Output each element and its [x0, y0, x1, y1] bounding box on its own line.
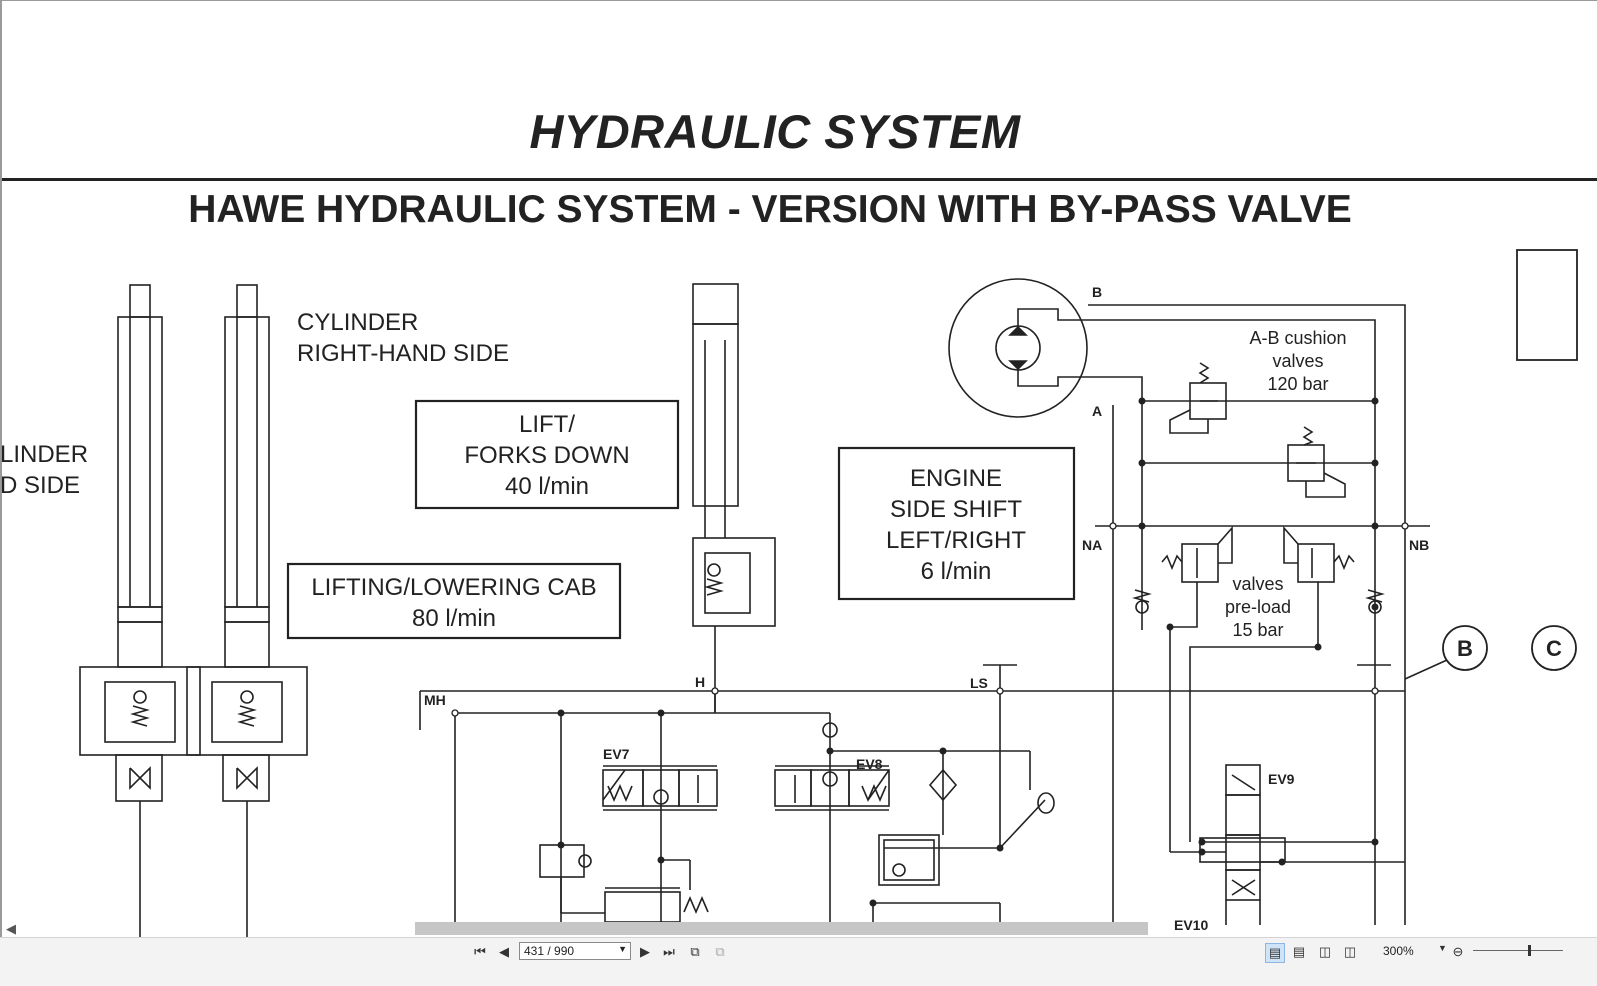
valve-ev10-label: EV10 — [1174, 917, 1208, 933]
port-na-label: NA — [1082, 537, 1102, 553]
chevron-down-icon: ▼ — [618, 944, 627, 954]
cylinder-right-label-1: CYLINDER — [297, 309, 418, 336]
preload-label-1: valves — [1232, 574, 1283, 594]
viewport-left-edge — [0, 0, 2, 937]
scroll-left-icon[interactable]: ◀ — [6, 921, 16, 936]
next-page-icon[interactable]: ▶ — [640, 944, 650, 959]
cab-label-1: LIFTING/LOWERING CAB — [311, 574, 596, 601]
cushion-label-2: valves — [1272, 351, 1323, 371]
reference-circle-b: B — [1457, 636, 1473, 661]
cylinder-left-label-2: D SIDE — [0, 472, 80, 499]
copy-page-icon[interactable]: ⧉ — [690, 944, 700, 959]
title-rule — [2, 178, 1597, 181]
engine-label-3: LEFT/RIGHT — [886, 527, 1026, 554]
cab-label-2: 80 l/min — [412, 605, 496, 632]
hydraulic-schematic: LINDER D SIDE CYLINDER RIGHT-HAND SIDE L… — [0, 249, 1578, 937]
port-mh-label: MH — [424, 692, 446, 708]
continuous-facing-view-icon[interactable]: ◫ — [1343, 944, 1357, 959]
single-page-view-icon[interactable]: ▤ — [1265, 943, 1285, 963]
cushion-label-1: A-B cushion — [1249, 328, 1346, 348]
port-nb-label: NB — [1409, 537, 1429, 553]
zoom-dropdown-icon[interactable]: ▼ — [1438, 943, 1447, 953]
lift-label-2: FORKS DOWN — [464, 442, 629, 469]
cushion-label-3: 120 bar — [1267, 374, 1328, 394]
preload-label-3: 15 bar — [1232, 620, 1283, 640]
engine-label-1: ENGINE — [910, 465, 1002, 492]
cylinder-right-label-2: RIGHT-HAND SIDE — [297, 340, 509, 367]
zoom-level[interactable]: 300% — [1383, 944, 1414, 958]
previous-page-icon[interactable]: ◀ — [499, 944, 509, 959]
page-subtitle: HAWE HYDRAULIC SYSTEM - VERSION WITH BY-… — [188, 188, 1352, 231]
port-h-label: H — [695, 674, 705, 690]
port-a-label: A — [1092, 403, 1102, 419]
zoom-slider-track[interactable] — [1473, 950, 1563, 951]
viewer-toolbar: ⏮ ◀ 431 / 990 ▼ ▶ ⏭ ⧉ ⧉ ▤ ▤ ◫ ◫ 300% ▼ ⊖ — [0, 937, 1597, 986]
viewport-top-edge — [0, 0, 1597, 1]
horizontal-scrollbar-thumb[interactable] — [415, 922, 1148, 935]
zoom-slider-thumb[interactable] — [1528, 945, 1531, 956]
engine-label-4: 6 l/min — [921, 558, 992, 585]
valve-ev9-label: EV9 — [1268, 771, 1295, 787]
document-viewport: HYDRAULIC SYSTEM HAWE HYDRAULIC SYSTEM -… — [0, 0, 1597, 937]
lift-label-1: LIFT/ — [519, 411, 575, 438]
valve-ev7-label: EV7 — [603, 746, 630, 762]
port-ls-label: LS — [970, 675, 988, 691]
facing-view-icon[interactable]: ◫ — [1318, 944, 1332, 959]
page-indicator-value: 431 / 990 — [524, 944, 575, 958]
page-title: HYDRAULIC SYSTEM — [529, 105, 1021, 158]
first-page-icon[interactable]: ⏮ — [474, 944, 486, 959]
valve-ev8-label: EV8 — [856, 756, 883, 772]
last-page-icon[interactable]: ⏭ — [663, 944, 675, 959]
paste-page-icon[interactable]: ⧉ — [715, 944, 725, 959]
zoom-out-icon[interactable]: ⊖ — [1452, 944, 1464, 959]
page-indicator-select[interactable]: 431 / 990 ▼ — [519, 942, 631, 960]
preload-label-2: pre-load — [1225, 597, 1291, 617]
continuous-view-icon[interactable]: ▤ — [1292, 944, 1306, 959]
port-b-label: B — [1092, 284, 1102, 300]
engine-label-2: SIDE SHIFT — [890, 496, 1022, 523]
lift-label-3: 40 l/min — [505, 473, 589, 500]
cylinder-left-label-1: LINDER — [0, 441, 88, 468]
reference-circle-c: C — [1546, 636, 1562, 661]
